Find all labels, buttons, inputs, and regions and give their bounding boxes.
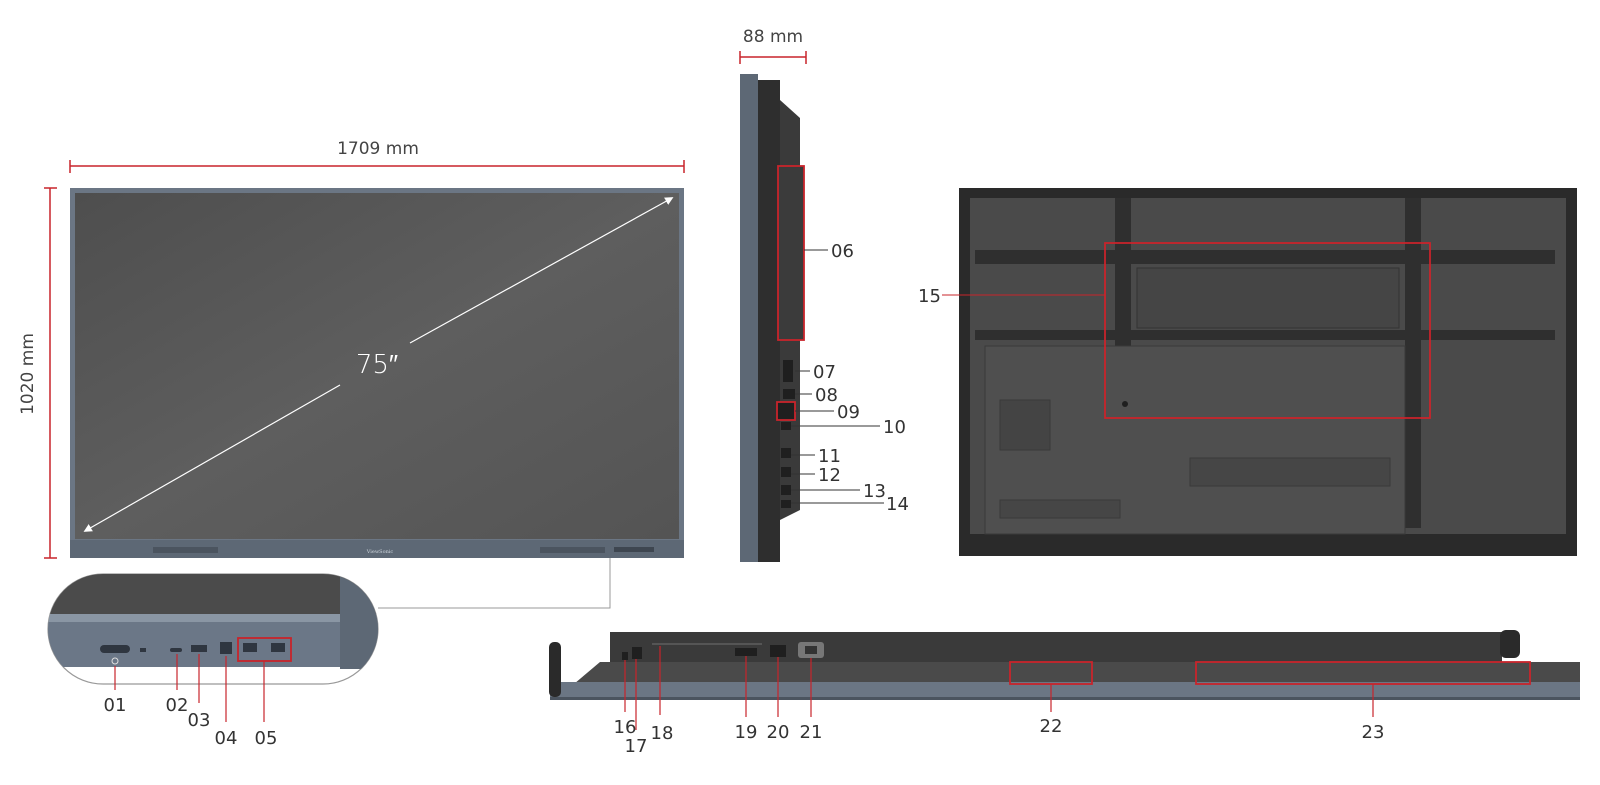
side-bezel — [740, 74, 758, 562]
callout-06: 06 — [831, 241, 854, 262]
callout-23-box — [1195, 661, 1531, 685]
height-label: 1020 mm — [18, 333, 38, 415]
side-port-12 — [781, 467, 791, 477]
bottom-port-17 — [632, 647, 642, 659]
power-switch — [770, 645, 786, 657]
callout-18: 18 — [651, 723, 674, 744]
side-port-14 — [781, 500, 791, 508]
touch-port — [220, 642, 232, 654]
diagonal-arrow-lower — [83, 384, 341, 532]
left-speaker-grille — [153, 547, 218, 553]
front-ports-zoom: 01 02 03 04 05 — [47, 573, 379, 749]
callout-17: 17 — [625, 736, 648, 757]
callout-14: 14 — [886, 494, 909, 515]
callout-22: 22 — [1040, 716, 1063, 737]
callout-19: 19 — [735, 722, 758, 743]
callout-12: 12 — [818, 465, 841, 486]
callout-07: 07 — [813, 362, 836, 383]
callout-02: 02 — [166, 695, 189, 716]
bottom-port-19 — [735, 648, 757, 656]
usb-port-1 — [243, 643, 257, 652]
usb-c-port — [170, 648, 182, 652]
side-port-07 — [783, 360, 793, 382]
height-dimension: 1020 mm — [18, 187, 57, 559]
callout-03: 03 — [188, 710, 211, 731]
depth-label: 88 mm — [743, 27, 803, 47]
power-button — [100, 645, 130, 653]
front-screen — [75, 193, 679, 539]
callout-20: 20 — [767, 722, 790, 743]
callout-08: 08 — [815, 385, 838, 406]
depth-dimension: 88 mm — [739, 27, 807, 64]
power-icon — [111, 657, 119, 665]
callout-15: 15 — [918, 286, 941, 307]
hdmi-port — [191, 645, 207, 652]
callout-06-box — [777, 165, 805, 341]
side-port-11 — [781, 448, 791, 458]
callout-21: 21 — [800, 722, 823, 743]
width-dimension: 1709 mm — [69, 139, 685, 173]
bottom-port-16 — [622, 652, 628, 660]
callout-15-box — [1104, 242, 1431, 419]
zoom-leader-line — [378, 558, 611, 609]
side-port-13 — [781, 485, 791, 495]
callout-23: 23 — [1362, 722, 1385, 743]
ir-sensor — [140, 648, 146, 652]
right-speaker-grille — [540, 547, 605, 553]
diagonal-arrow-upper — [409, 197, 674, 344]
callout-09-box — [776, 401, 796, 421]
brand-logo: ViewSonic — [366, 549, 394, 555]
callout-09: 09 — [837, 402, 860, 423]
callout-04: 04 — [215, 728, 238, 749]
bottom-bezel-bar — [550, 682, 1580, 697]
diagonal-size-label: 75″ — [356, 350, 398, 380]
front-bottom-bar — [70, 540, 684, 558]
bottom-view: 16 17 18 19 20 21 22 23 — [549, 630, 1580, 757]
callout-05: 05 — [255, 728, 278, 749]
width-label: 1709 mm — [337, 139, 419, 159]
side-view: 88 mm 06 07 08 09 10 11 12 13 — [739, 27, 909, 562]
front-view: 1709 mm 1020 mm ViewSonic 75″ — [18, 139, 685, 609]
side-port-10 — [781, 422, 791, 430]
back-view: 15 — [918, 188, 1577, 556]
callout-13: 13 — [863, 481, 886, 502]
usb-port-2 — [271, 643, 285, 652]
callout-11: 11 — [818, 446, 841, 467]
side-body — [758, 80, 780, 562]
front-port-strip — [614, 547, 654, 552]
callout-16: 16 — [614, 717, 637, 738]
callout-01: 01 — [104, 695, 127, 716]
callout-10: 10 — [883, 417, 906, 438]
side-port-08 — [783, 389, 795, 399]
